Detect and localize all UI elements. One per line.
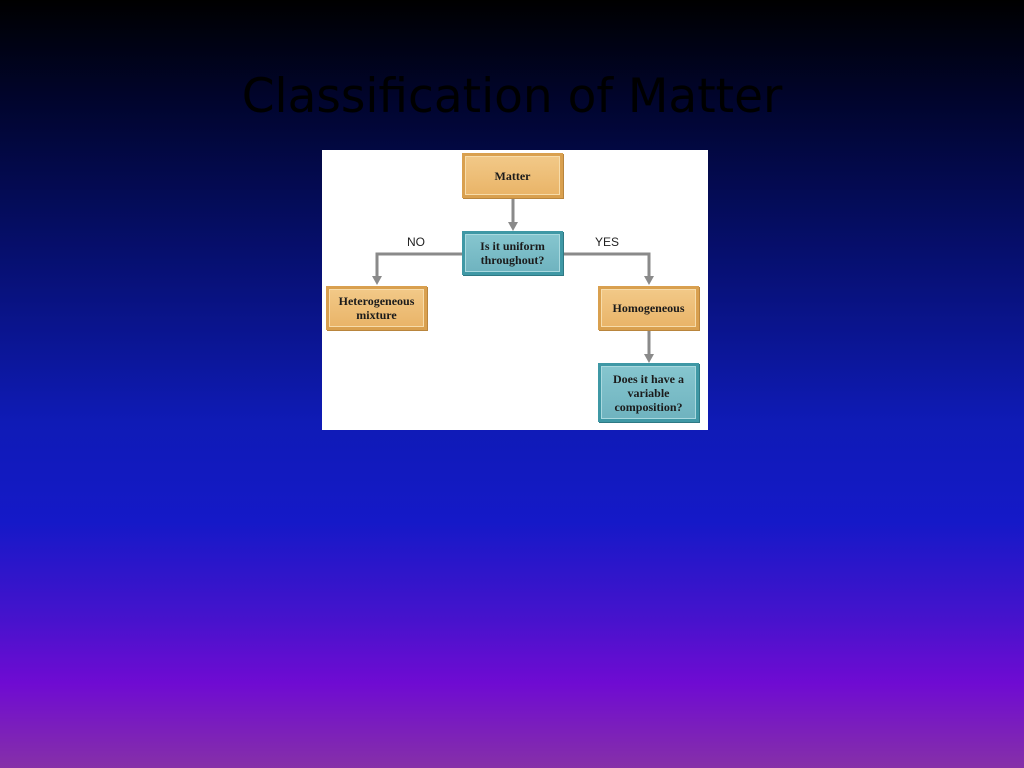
arrowhead-matter-to-question (508, 222, 518, 231)
branch-label-yes: YES (595, 235, 620, 249)
classification-flowchart: Matter Is it uniform throughout? Heterog… (322, 150, 708, 430)
flowchart-arrows (372, 198, 654, 363)
node-variable-question-label: Does it have a variable composition? (613, 371, 684, 414)
arrowhead-yes-branch (644, 276, 654, 285)
arrowhead-no-branch (372, 276, 382, 285)
node-uniform-question-label: Is it uniform throughout? (480, 239, 545, 267)
branch-label-no: NO (407, 235, 425, 249)
node-matter-label: Matter (494, 168, 531, 183)
node-variable-composition-question: Does it have a variable composition? (598, 363, 699, 422)
arrow-no-branch (375, 252, 462, 278)
node-homogeneous-label: Homogeneous (612, 301, 685, 315)
node-uniform-question: Is it uniform throughout? (462, 231, 563, 275)
arrow-yes-branch (563, 252, 651, 278)
node-homogeneous: Homogeneous (598, 286, 699, 330)
node-matter: Matter (462, 153, 563, 198)
slide-title: Classification of Matter (241, 69, 783, 124)
node-heterogeneous-label: Heterogeneous mixture (338, 294, 415, 322)
node-heterogeneous-mixture: Heterogeneous mixture (326, 286, 427, 330)
arrowhead-homogeneous-to-question (644, 354, 654, 363)
